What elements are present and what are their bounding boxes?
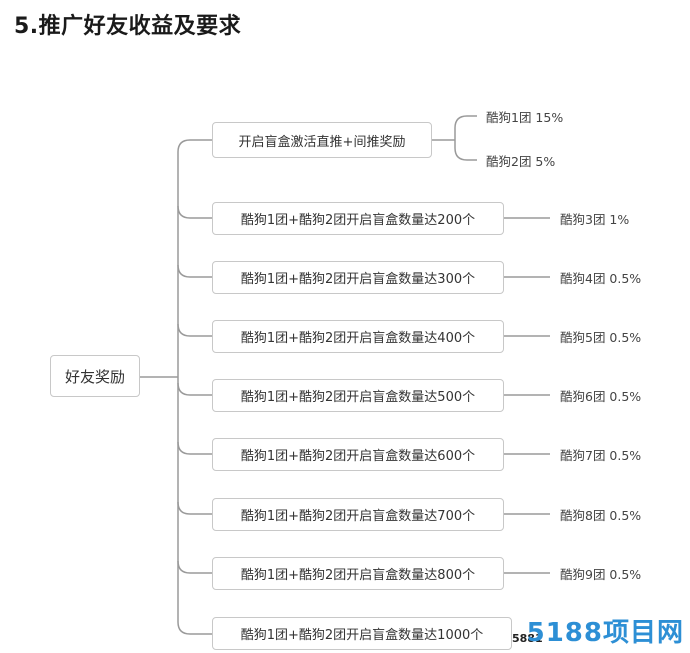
- branch-line-700: [177, 501, 212, 515]
- branch-node-800: 酷狗1团+酷狗2团开启盲盒数量达800个: [212, 557, 504, 590]
- branch-node-400: 酷狗1团+酷狗2团开启盲盒数量达400个: [212, 320, 504, 353]
- branch-leaf-700: 酷狗8团 0.5%: [560, 508, 642, 523]
- branch-leaf-200: 酷狗3团 1%: [560, 212, 630, 227]
- branch-line-300: [177, 264, 212, 278]
- branch-node-300: 酷狗1团+酷狗2团开启盲盒数量达300个: [212, 261, 504, 294]
- branch-node-200: 酷狗1团+酷狗2团开启盲盒数量达200个: [212, 202, 504, 235]
- branch-leaf-500: 酷狗6团 0.5%: [560, 389, 642, 404]
- branch-node-500: 酷狗1团+酷狗2团开启盲盒数量达500个: [212, 379, 504, 412]
- branch-line-200: [177, 205, 212, 219]
- first-branch-leaf-1: 酷狗1团 15%: [486, 110, 564, 125]
- branch-line-500: [177, 382, 212, 396]
- branch-leaf-400: 酷狗5团 0.5%: [560, 330, 642, 345]
- page-title: 5.推广好友收益及要求: [14, 14, 242, 39]
- branch-node-600: 酷狗1团+酷狗2团开启盲盒数量达600个: [212, 438, 504, 471]
- first-branch-fork: [432, 115, 477, 161]
- branch-line-800: [177, 560, 212, 574]
- first-branch-node: 开启盲盒激活直推+间推奖励: [212, 122, 432, 158]
- first-branch-leaf-2: 酷狗2团 5%: [486, 154, 556, 169]
- watermark-prefix: 5881: [512, 632, 543, 645]
- branch-line-600: [177, 441, 212, 455]
- branch-leaf-800: 酷狗9团 0.5%: [560, 567, 642, 582]
- branch-node-1000: 酷狗1团+酷狗2团开启盲盒数量达1000个: [212, 617, 512, 650]
- root-node: 好友奖励: [50, 355, 140, 397]
- branch-node-700: 酷狗1团+酷狗2团开启盲盒数量达700个: [212, 498, 504, 531]
- trunk-line: [177, 139, 212, 635]
- branch-leaf-600: 酷狗7团 0.5%: [560, 448, 642, 463]
- watermark-logo: 5188项目网: [526, 618, 684, 648]
- branch-line-400: [177, 323, 212, 337]
- branch-leaf-300: 酷狗4团 0.5%: [560, 271, 642, 286]
